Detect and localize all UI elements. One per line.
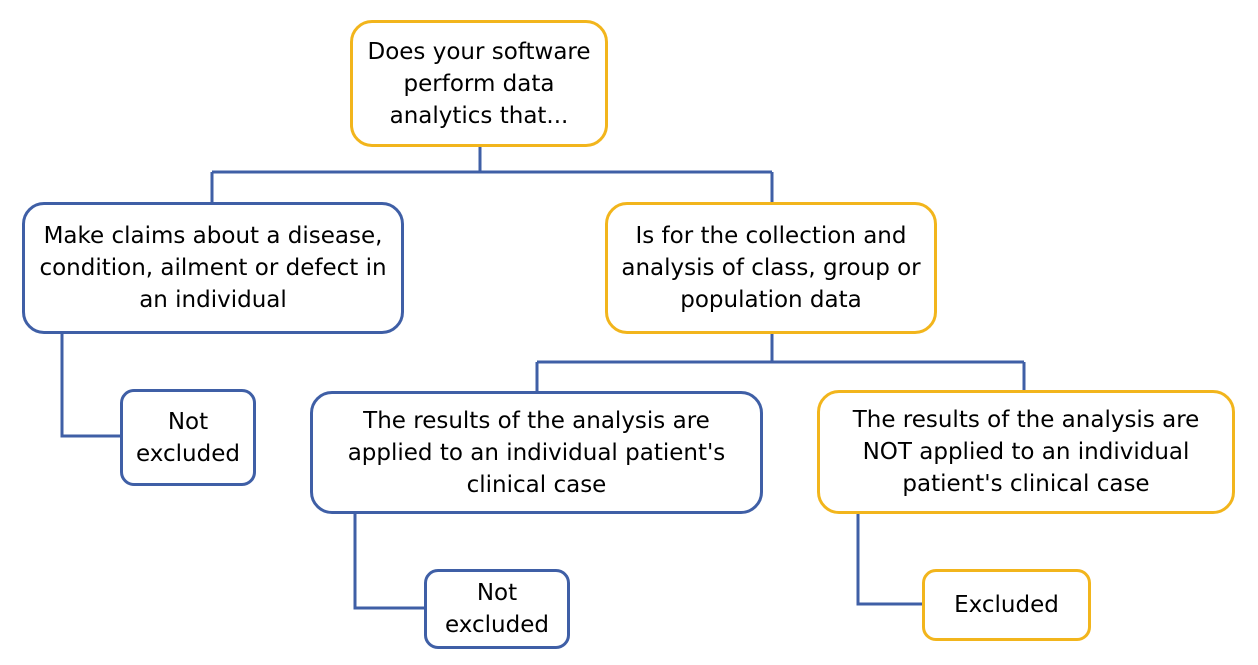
individual-claims-text: Make claims about a disease, condition, … bbox=[39, 223, 387, 313]
not-excluded-box-2: Not excluded bbox=[424, 569, 570, 649]
not-applied-individual-box: The results of the analysis are NOT appl… bbox=[817, 390, 1235, 514]
connector-claims-to-not-excluded bbox=[60, 334, 120, 438]
excluded-box: Excluded bbox=[922, 569, 1091, 641]
not-applied-individual-text: The results of the analysis are NOT appl… bbox=[852, 407, 1200, 497]
connector-applied-to-not-excluded bbox=[353, 514, 424, 610]
not-excluded-text-2: Not excluded bbox=[445, 580, 549, 638]
not-excluded-box-1: Not excluded bbox=[120, 389, 256, 486]
connector-not-applied-to-excluded bbox=[856, 514, 922, 606]
individual-claims-box: Make claims about a disease, condition, … bbox=[22, 202, 404, 334]
not-excluded-text-1: Not excluded bbox=[136, 408, 240, 467]
root-question-box: Does your software perform data analytic… bbox=[350, 20, 608, 147]
applied-individual-box: The results of the analysis are applied … bbox=[310, 391, 763, 514]
root-question-text: Does your software perform data analytic… bbox=[367, 38, 591, 129]
population-data-text: Is for the collection and analysis of cl… bbox=[621, 223, 921, 313]
applied-individual-text: The results of the analysis are applied … bbox=[347, 407, 726, 498]
population-data-box: Is for the collection and analysis of cl… bbox=[605, 202, 937, 334]
excluded-text: Excluded bbox=[954, 592, 1059, 618]
